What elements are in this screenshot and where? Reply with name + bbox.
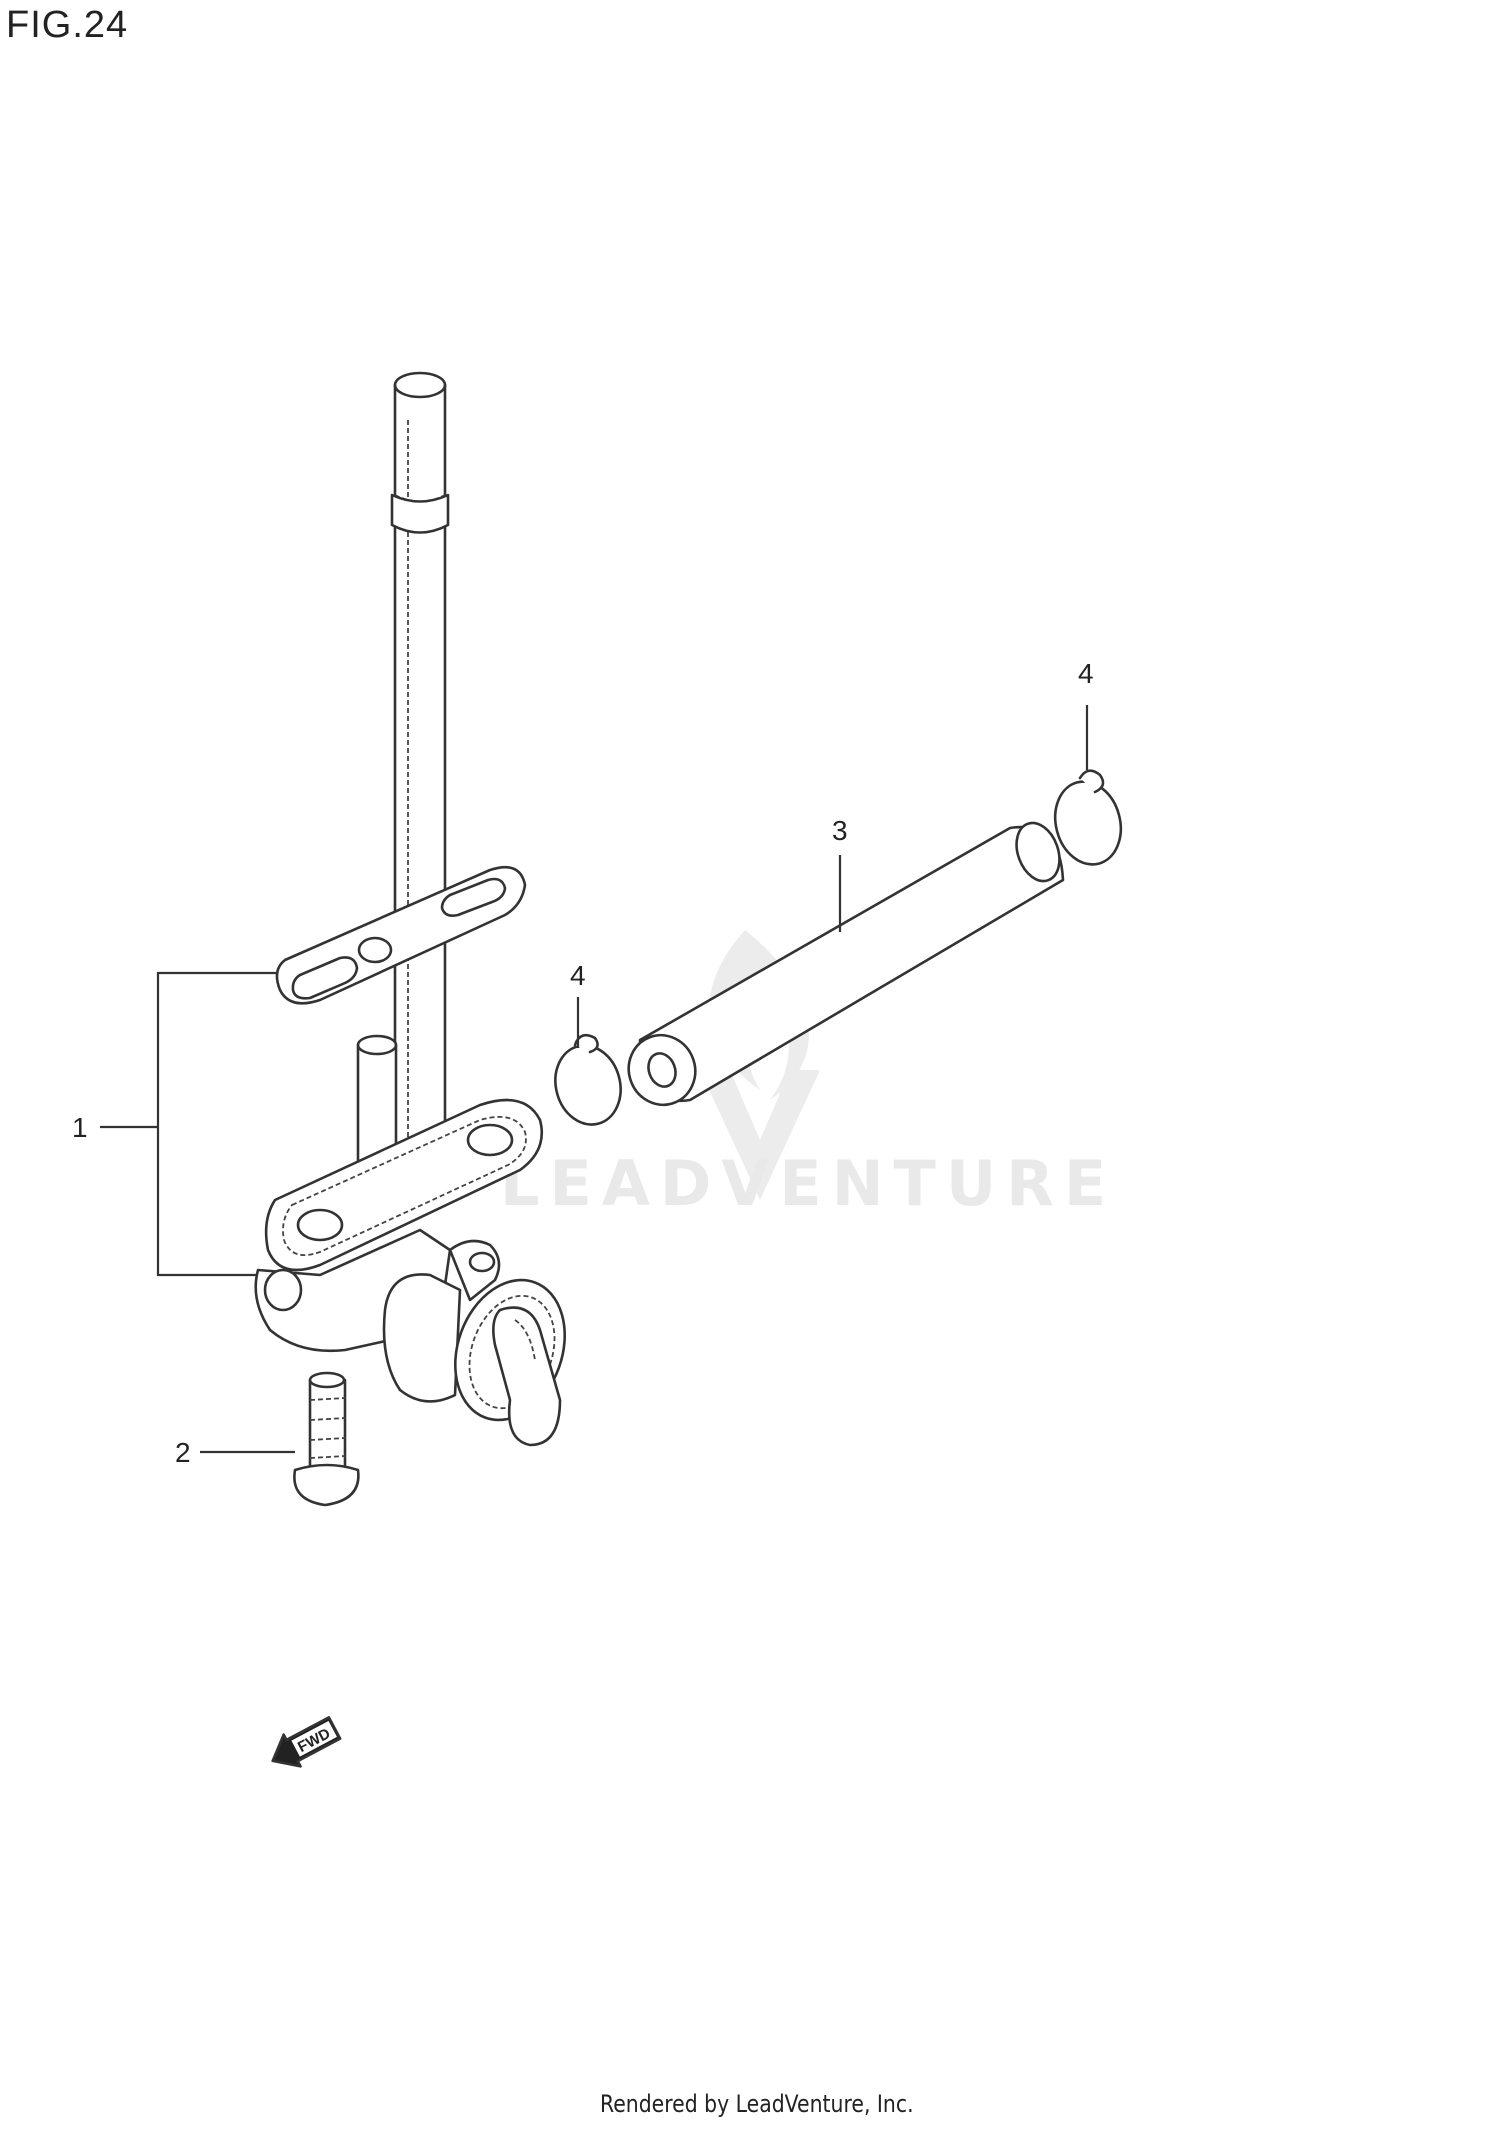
hose-clip-left: [554, 1033, 622, 1126]
fuel-lever: [492, 1306, 562, 1447]
mounting-screw: [293, 1371, 360, 1507]
callout-3: 3: [832, 815, 848, 846]
screw-head: [293, 1463, 360, 1507]
upper-gasket-slot-right: [440, 877, 507, 917]
hose-body: [638, 825, 1065, 1103]
valve-outlet-bore: [468, 1251, 496, 1273]
lever-housing: [382, 1273, 462, 1403]
leader-1-bracket: [156, 971, 278, 1277]
hose-clip-right: [1053, 769, 1123, 866]
valve-body-port: [263, 1268, 303, 1312]
mounting-flange-inner: [282, 1116, 527, 1256]
screw-tip: [308, 1371, 346, 1389]
flange-hole-left: [296, 1208, 344, 1242]
fuel-hose: [627, 821, 1065, 1107]
fwd-arrow: FWD: [271, 1716, 342, 1768]
callout-4-left: 4: [570, 960, 586, 991]
fuel-cock-assembly: [254, 371, 567, 1447]
hose-end-far: [1015, 821, 1061, 883]
fuel-lever-highlight: [514, 1319, 536, 1361]
callout-1: 1: [72, 1112, 88, 1143]
clip-right-tab: [1078, 769, 1105, 794]
clip-left-ring: [554, 1044, 622, 1126]
short-tube-top: [356, 1034, 398, 1056]
leader-lines: [100, 705, 1089, 1454]
watermark-text: LEADVENTURE: [500, 1147, 1116, 1220]
callout-4-right: 4: [1078, 658, 1094, 689]
pickup-tube-top: [393, 371, 447, 399]
hose-bore: [647, 1052, 677, 1088]
figure-label: FIG.24: [6, 4, 129, 46]
fwd-label-box: [291, 1720, 337, 1757]
screw-threads: [309, 1397, 346, 1459]
upper-gasket-slot-left: [291, 956, 359, 1000]
clip-right-ring: [1053, 780, 1123, 866]
pickup-tube-collar: [390, 493, 450, 534]
footer-credit: Rendered by LeadVenture, Inc.: [600, 2090, 914, 2118]
flange-hole-right: [466, 1123, 514, 1157]
callout-2: 2: [175, 1437, 191, 1468]
upper-gasket-hole: [357, 936, 393, 964]
